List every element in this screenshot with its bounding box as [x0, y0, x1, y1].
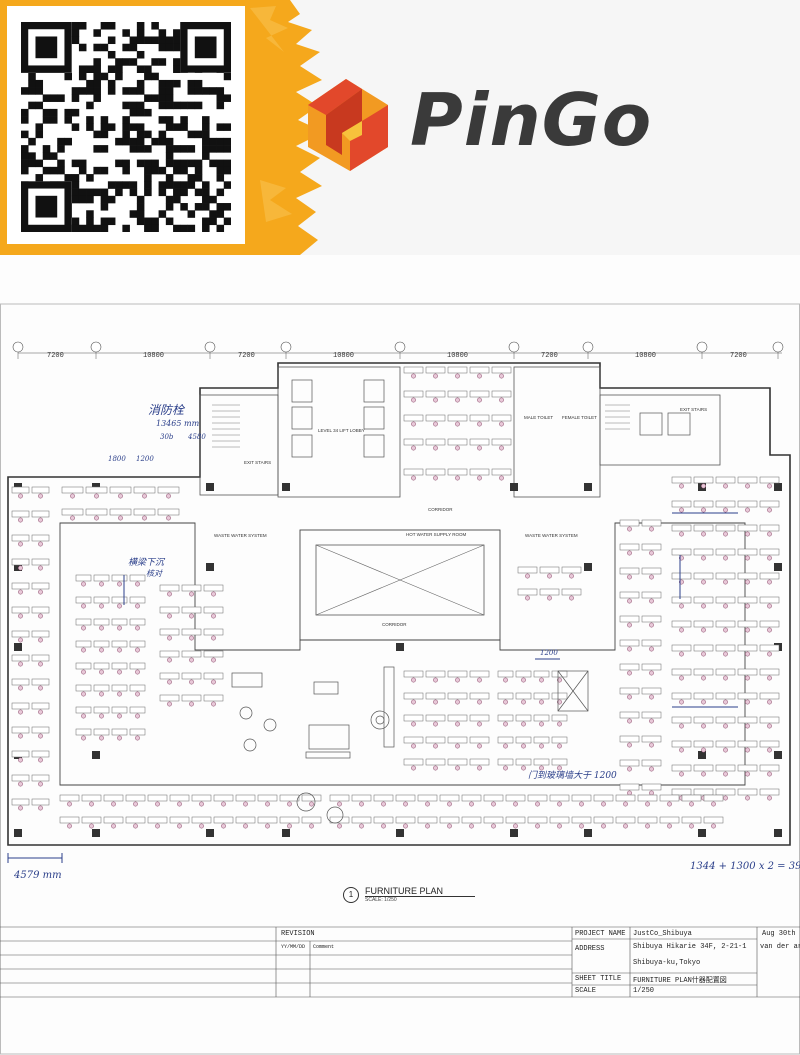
address-label: ADDRESS [575, 945, 605, 953]
revision-header: REVISION [281, 930, 315, 938]
female-toilet-label: FEMALE TOILET [562, 415, 597, 420]
project-name: JustCo_Shibuya [633, 930, 692, 938]
note-length: 13465 mm [156, 419, 200, 428]
scale-value: 1/250 [633, 987, 655, 995]
address-line-1: Shibuya Hikarie 34F, 2-21-1 [633, 943, 747, 951]
waste-water-right-label: WASTE WATER SYSTEM [525, 533, 578, 538]
revision-col-comment: Comment [313, 944, 335, 950]
scale-label: SCALE [575, 987, 597, 995]
sheet-title-label: SHEET TITLE [575, 975, 622, 983]
note-1800: 1800 [108, 455, 126, 463]
plan-scale: SCALE: 1/250 [365, 897, 397, 903]
male-toilet-label: MALE TOILET [524, 415, 554, 420]
waste-water-left-label: WASTE WATER SYSTEM [214, 533, 267, 538]
revision-col-date: YY/MM/DD [281, 944, 306, 950]
note-fire-hydrant: 消防栓 [148, 403, 185, 417]
project-name-label: PROJECT NAME [575, 930, 626, 938]
column-spacing-label: 10800 [143, 352, 165, 360]
brand-banner: PinGo [0, 0, 800, 255]
plan-number: 1 [343, 887, 359, 903]
plan-name: FURNITURE PLAN [365, 886, 444, 896]
corridor-top-label: CORRIDOR [428, 507, 453, 512]
column-spacing-label: 10800 [447, 352, 469, 360]
qr-code[interactable] [7, 6, 245, 244]
note-30b: 30b [160, 433, 174, 441]
address-line-2: Shibuya-ku,Tokyo [633, 959, 701, 967]
hot-water-label: HOT WATER SUPPLY ROOM [406, 532, 467, 537]
column-spacing-label: 7200 [541, 352, 558, 360]
furniture-plan-sheet: 7200 10800 7200 10800 10800 7200 10800 7200 LEV… [0, 255, 800, 1055]
column-spacing-label: 7200 [47, 352, 64, 360]
column-spacing-label: 7200 [238, 352, 255, 360]
note-4579: 4579 mm [14, 870, 62, 881]
floor-plan-drawing [0, 303, 800, 1055]
pingo-logo-icon [308, 79, 388, 171]
qr-code-icon [21, 22, 231, 232]
corridor-mid-label: CORRIDOR [382, 622, 407, 627]
brand-name: PinGo [410, 78, 653, 162]
column-spacing-label: 7200 [730, 352, 747, 360]
sheet-title: FURNITURE PLAN什器配置図 [633, 977, 727, 985]
exit-stairs-left-label: EXIT STAIRS [244, 460, 272, 465]
note-1200-right: 1200 [540, 649, 558, 657]
drawing-date: Aug 30th [762, 930, 796, 938]
note-door-glass: 门到玻璃墙大于 1200 [528, 771, 617, 781]
note-1200: 1200 [136, 455, 154, 463]
plan-title-rule [365, 896, 475, 897]
column-spacing-label: 10800 [635, 352, 657, 360]
exit-stairs-right-label: EXIT STAIRS [680, 407, 708, 412]
lift-lobby-label: LEVEL 34 LIFT LOBBY [318, 428, 365, 433]
note-4580: 4580 [188, 433, 206, 441]
note-check: 核对 [146, 569, 162, 578]
column-spacing-label: 10800 [333, 352, 355, 360]
note-beam: 横梁下沉 [128, 558, 165, 568]
note-calc: 1344 + 1300 x 2 = 39 [690, 861, 800, 872]
author: van der ar [760, 943, 800, 951]
